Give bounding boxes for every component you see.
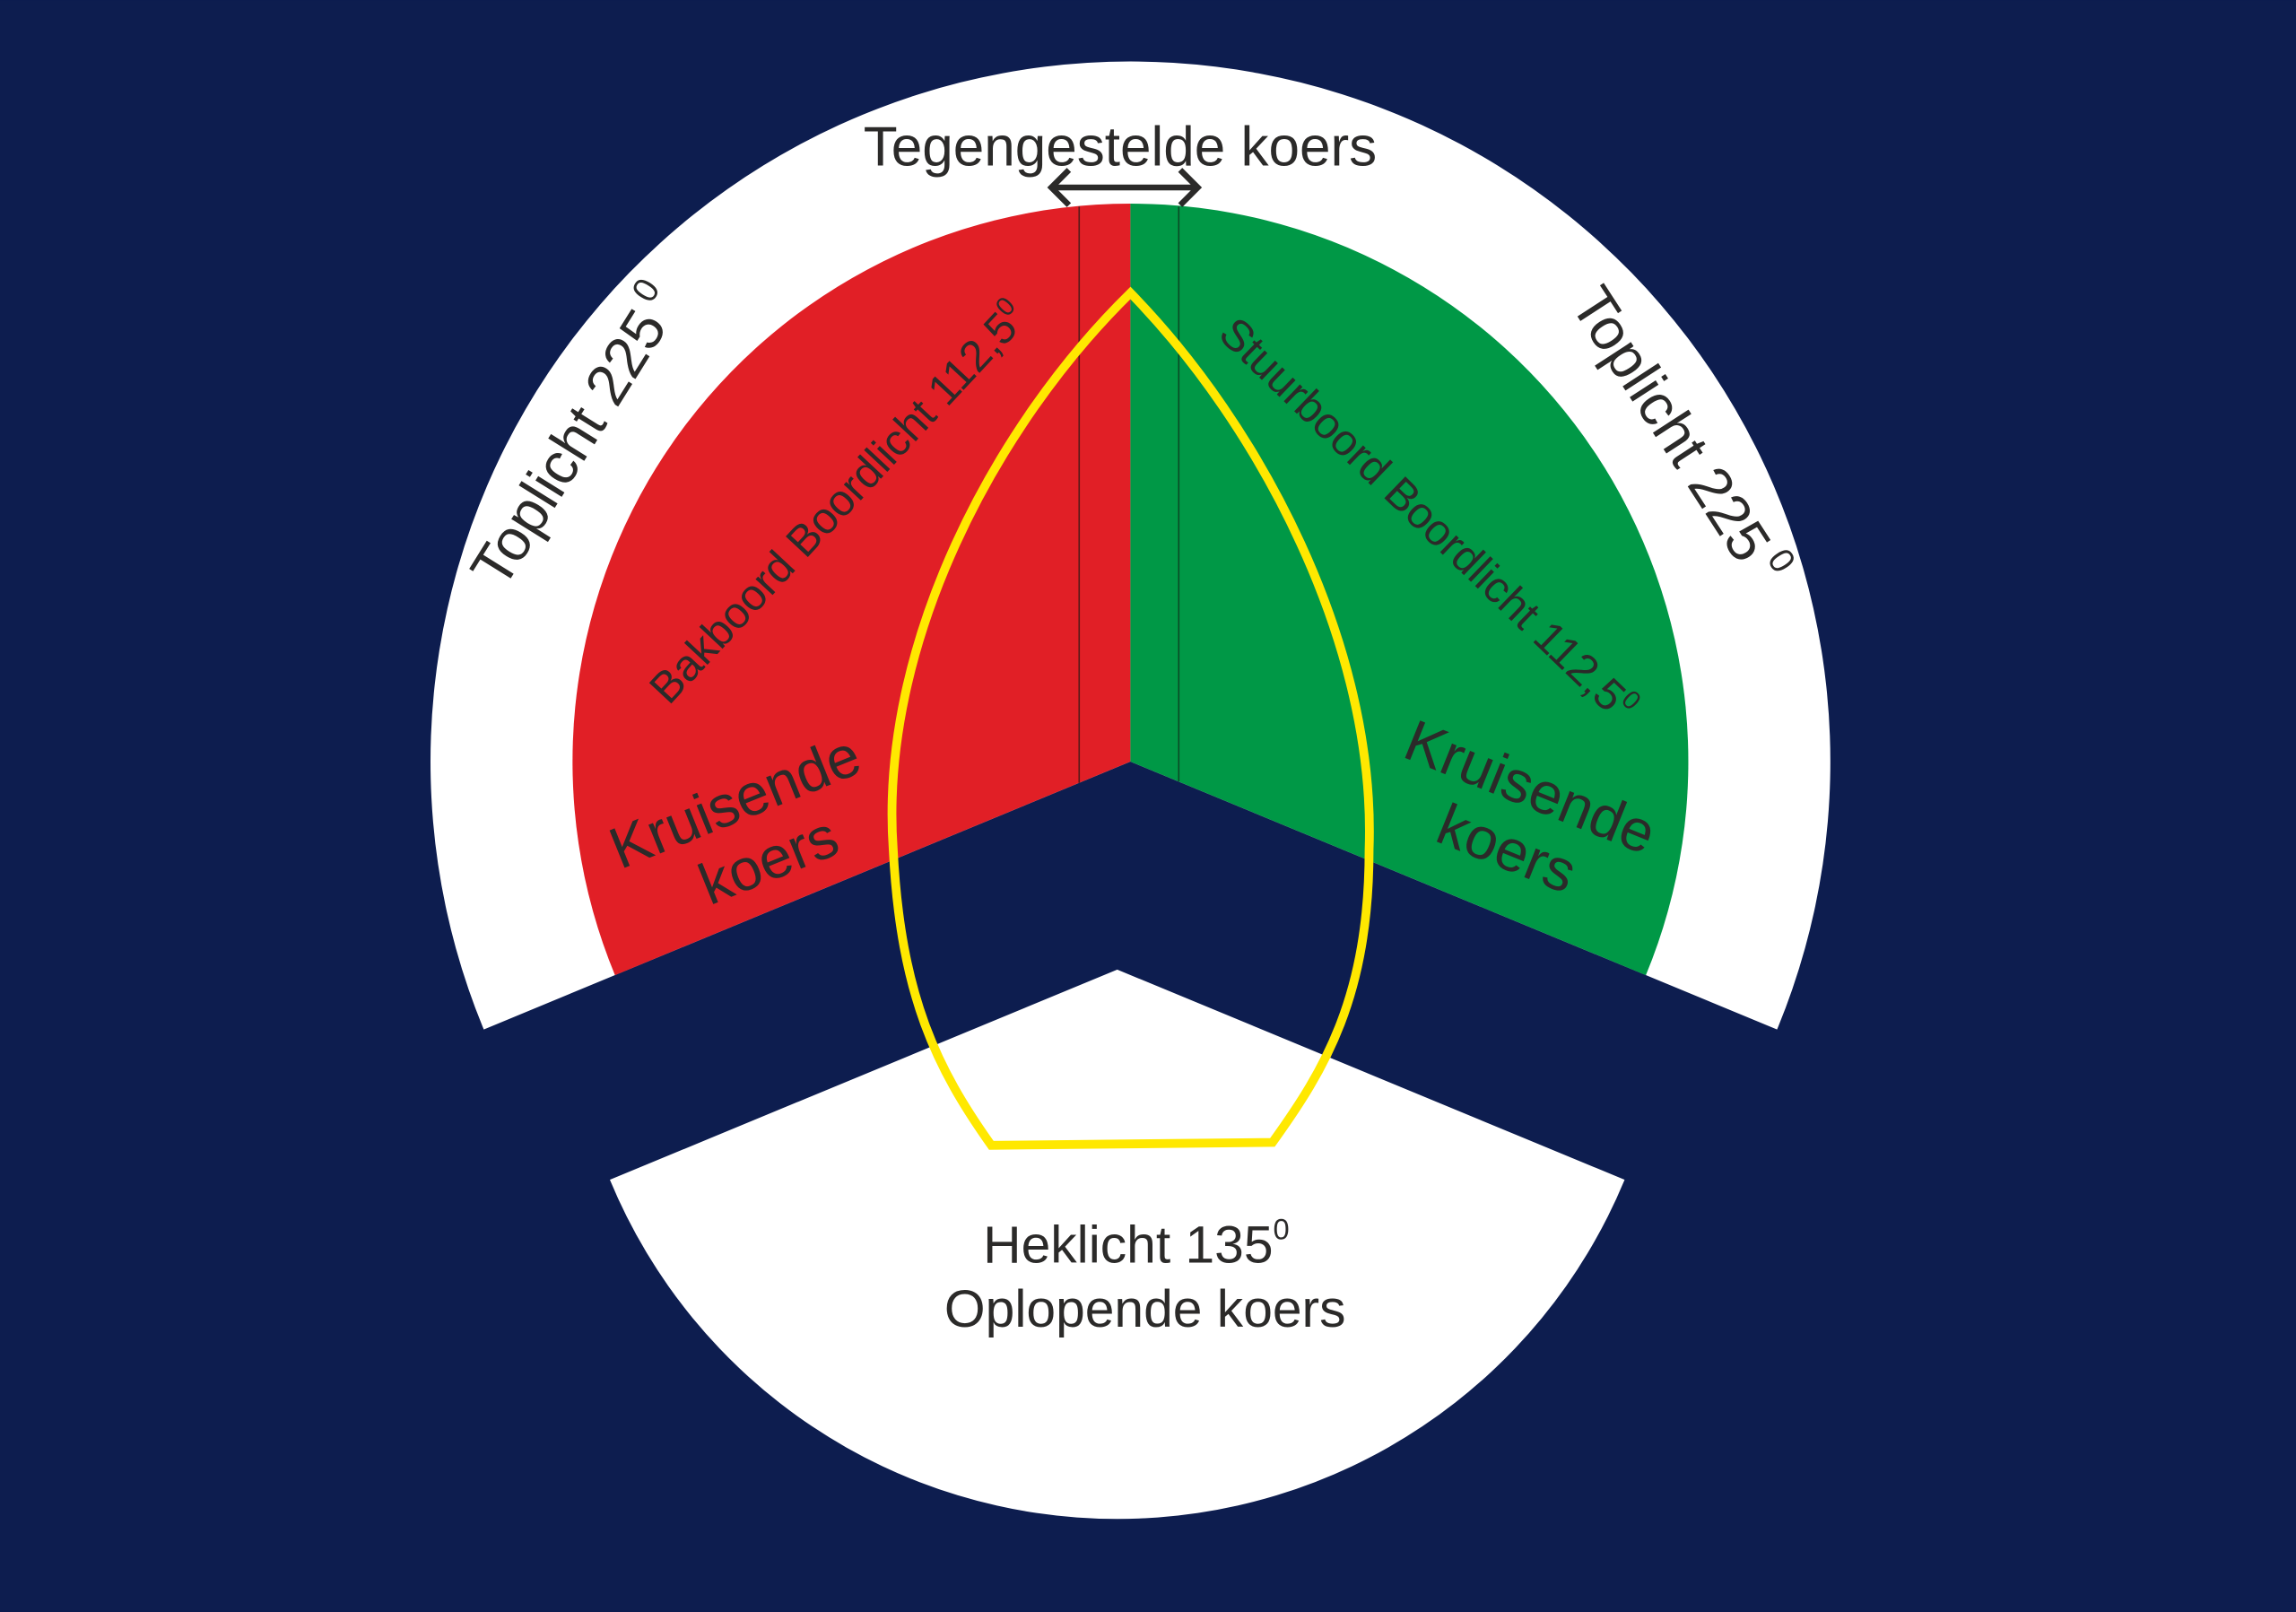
heklicht-label: Heklicht 1350	[983, 1212, 1290, 1274]
bakboord-sector	[572, 203, 1131, 976]
boat-outline	[887, 286, 1374, 1150]
double-arrow-icon	[1047, 168, 1203, 207]
heklicht-sector	[610, 969, 1625, 1520]
tegengestelde-label: Tegengestelde koers	[864, 117, 1377, 179]
oplopende-label: Oplopende koers	[944, 1280, 1346, 1338]
stuurboord-sector	[1130, 203, 1689, 976]
